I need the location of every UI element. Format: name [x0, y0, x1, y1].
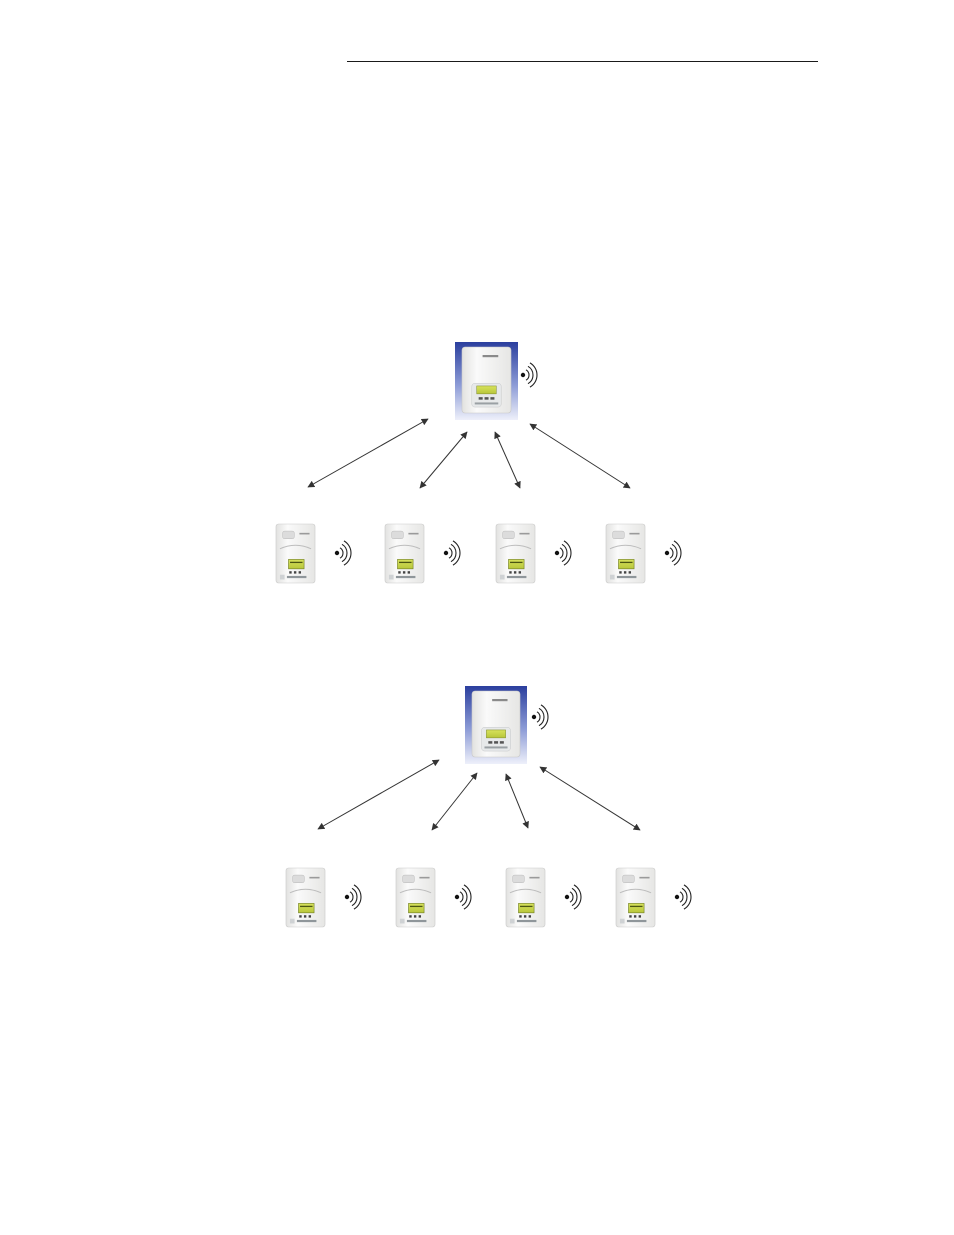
sensor-window — [623, 875, 635, 883]
bidirectional-link-arrow — [506, 774, 528, 828]
bidirectional-link-arrow — [420, 432, 467, 488]
keypad-button — [629, 571, 631, 573]
keypad-button — [629, 915, 631, 917]
brand-logo — [492, 699, 507, 701]
keypad-button — [500, 741, 504, 744]
keypad-button — [639, 915, 641, 917]
keypad-button — [409, 915, 411, 917]
wireless-signal-icon — [455, 885, 471, 909]
brand-logo — [529, 877, 539, 879]
wireless-signal-icon — [532, 705, 548, 729]
keypad-button — [299, 915, 301, 917]
wireless-network-diagram-bottom — [286, 686, 691, 927]
room-controller-device — [286, 868, 325, 927]
wireless-signal-icon — [345, 885, 361, 909]
wireless-signal-icon — [565, 885, 581, 909]
bidirectional-link-arrow — [495, 432, 520, 488]
wireless-signal-icon — [555, 541, 571, 565]
wireless-signal-icon — [665, 541, 681, 565]
lcd-display — [518, 903, 534, 912]
keypad-button — [529, 915, 531, 917]
keypad-button — [419, 915, 421, 917]
wireless-signal-icon — [444, 541, 460, 565]
bidirectional-link-arrow — [308, 419, 428, 487]
keypad-button — [519, 915, 521, 917]
sensor-window — [293, 875, 305, 883]
lcd-display — [508, 559, 524, 568]
lcd-display — [288, 559, 304, 568]
keypad-button — [485, 397, 489, 400]
lcd-display — [628, 903, 644, 912]
keypad-button — [479, 397, 483, 400]
bidirectional-link-arrow — [432, 773, 477, 830]
keypad-button — [634, 915, 636, 917]
room-controller-device — [496, 524, 535, 583]
keypad-button — [519, 571, 521, 573]
brand-logo — [419, 877, 429, 879]
sensor-window — [403, 875, 415, 883]
keypad-button — [624, 571, 626, 573]
wireless-signal-icon — [675, 885, 691, 909]
bidirectional-link-arrow — [318, 760, 439, 829]
keypad-button — [304, 915, 306, 917]
keypad-button — [490, 397, 494, 400]
keypad-button — [408, 571, 410, 573]
keypad-button — [619, 571, 621, 573]
keypad-button — [398, 571, 400, 573]
brand-logo — [629, 533, 639, 535]
lcd-display — [618, 559, 634, 568]
room-controller-device — [506, 868, 545, 927]
sensor-window — [613, 531, 625, 539]
brand-logo — [519, 533, 529, 535]
bidirectional-link-arrow — [530, 424, 630, 488]
keypad-button — [514, 571, 516, 573]
lcd-display — [477, 386, 497, 394]
keypad-button — [494, 741, 498, 744]
brand-logo — [309, 877, 319, 879]
keypad-button — [509, 571, 511, 573]
brand-logo — [483, 355, 499, 357]
brand-logo — [639, 877, 649, 879]
sensor-window — [513, 875, 525, 883]
brand-logo — [299, 533, 309, 535]
wireless-signal-icon — [335, 541, 351, 565]
sensor-window — [283, 531, 295, 539]
sensor-window — [503, 531, 515, 539]
keypad-button — [299, 571, 301, 573]
room-controller-device — [606, 524, 645, 583]
lcd-display — [486, 730, 505, 738]
coordinator-device — [465, 686, 527, 764]
keypad-button — [289, 571, 291, 573]
keypad-button — [309, 915, 311, 917]
room-controller-device — [385, 524, 424, 583]
bidirectional-link-arrow — [540, 767, 640, 830]
room-controller-device — [276, 524, 315, 583]
keypad-button — [414, 915, 416, 917]
lcd-display — [408, 903, 424, 912]
keypad-button — [524, 915, 526, 917]
room-controller-device — [616, 868, 655, 927]
brand-logo — [408, 533, 418, 535]
room-controller-device — [396, 868, 435, 927]
wireless-signal-icon — [521, 363, 537, 387]
wireless-network-diagram-top — [276, 342, 681, 583]
keypad-button — [294, 571, 296, 573]
coordinator-device — [455, 342, 518, 420]
keypad-button — [488, 741, 492, 744]
lcd-display — [298, 903, 314, 912]
lcd-display — [397, 559, 413, 568]
sensor-window — [392, 531, 404, 539]
keypad-button — [403, 571, 405, 573]
